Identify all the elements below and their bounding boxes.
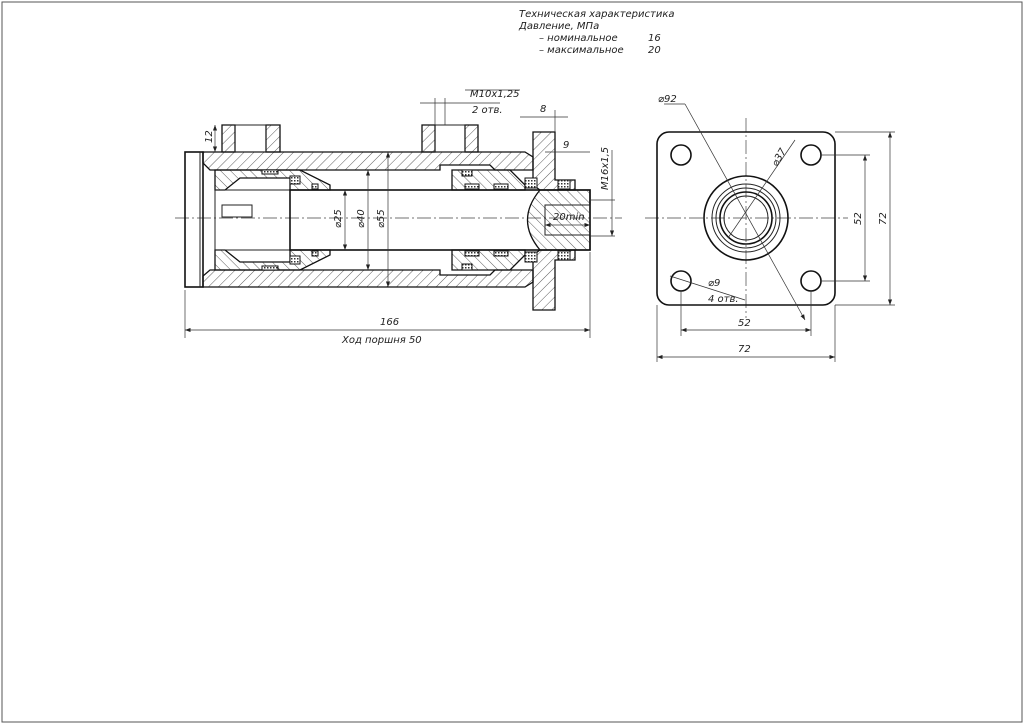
- dim-hole-dia: ⌀9: [708, 278, 720, 289]
- dim-length: 166: [380, 317, 399, 328]
- dim-hole-spacing-h: 52: [738, 318, 751, 329]
- tube-bottom-wall: [202, 269, 534, 288]
- port-left: [221, 124, 281, 153]
- dim-hole-count: 4 отв.: [708, 294, 739, 305]
- mount-hole: [670, 144, 692, 166]
- spec-max-label: – максимальное: [539, 45, 624, 56]
- mount-hole: [670, 270, 692, 292]
- mount-hole: [800, 144, 822, 166]
- piston-bore: [214, 189, 291, 251]
- dim-hole-spacing-v: 52: [853, 212, 864, 225]
- dim-width: 72: [738, 344, 751, 355]
- spec-max-value: 20: [648, 45, 661, 56]
- dim-flange-width: 8: [540, 104, 546, 115]
- tube-top-wall: [202, 151, 534, 171]
- dim-piston-dia: ⌀40: [356, 209, 367, 228]
- spec-block: Техническая характеристика Давление, МПа…: [518, 9, 675, 56]
- dim-thread-depth: 20min: [553, 212, 585, 223]
- dim-height: 72: [878, 212, 889, 225]
- spec-pressure: Давление, МПа: [518, 21, 599, 32]
- dim-port-thread: M10x1,25: [470, 89, 520, 100]
- dim-outer-dia: ⌀92: [658, 94, 677, 105]
- boss-circle: [703, 175, 789, 261]
- dim-rod-bore-dia: ⌀37: [770, 146, 789, 168]
- dim-stroke: Ход поршня 50: [341, 335, 422, 346]
- dim-rod-dia: ⌀25: [333, 209, 344, 228]
- rod-thread-hole: [544, 204, 591, 236]
- dim-rod-thread: M16x1,5: [600, 147, 611, 190]
- end-view: ⌀92 ⌀37 ⌀9 4 отв. 52 72 52 72: [645, 94, 895, 362]
- dim-port-count: 2 отв.: [472, 105, 503, 116]
- spec-title: Техническая характеристика: [519, 9, 675, 20]
- dim-flange-offset: 9: [563, 140, 569, 151]
- end-cap: [184, 151, 204, 288]
- flange-square: [656, 131, 836, 306]
- mount-hole: [800, 270, 822, 292]
- spec-nominal-value: 16: [648, 33, 661, 44]
- dim-port-height: 12: [204, 130, 215, 143]
- spec-nominal-label: – номинальное: [539, 33, 618, 44]
- port-right: [421, 124, 479, 153]
- section-view: 166 Ход поршня 50 12 M10x1,25 2 отв. 8 9…: [175, 89, 622, 346]
- dim-bore-dia: ⌀55: [376, 209, 387, 228]
